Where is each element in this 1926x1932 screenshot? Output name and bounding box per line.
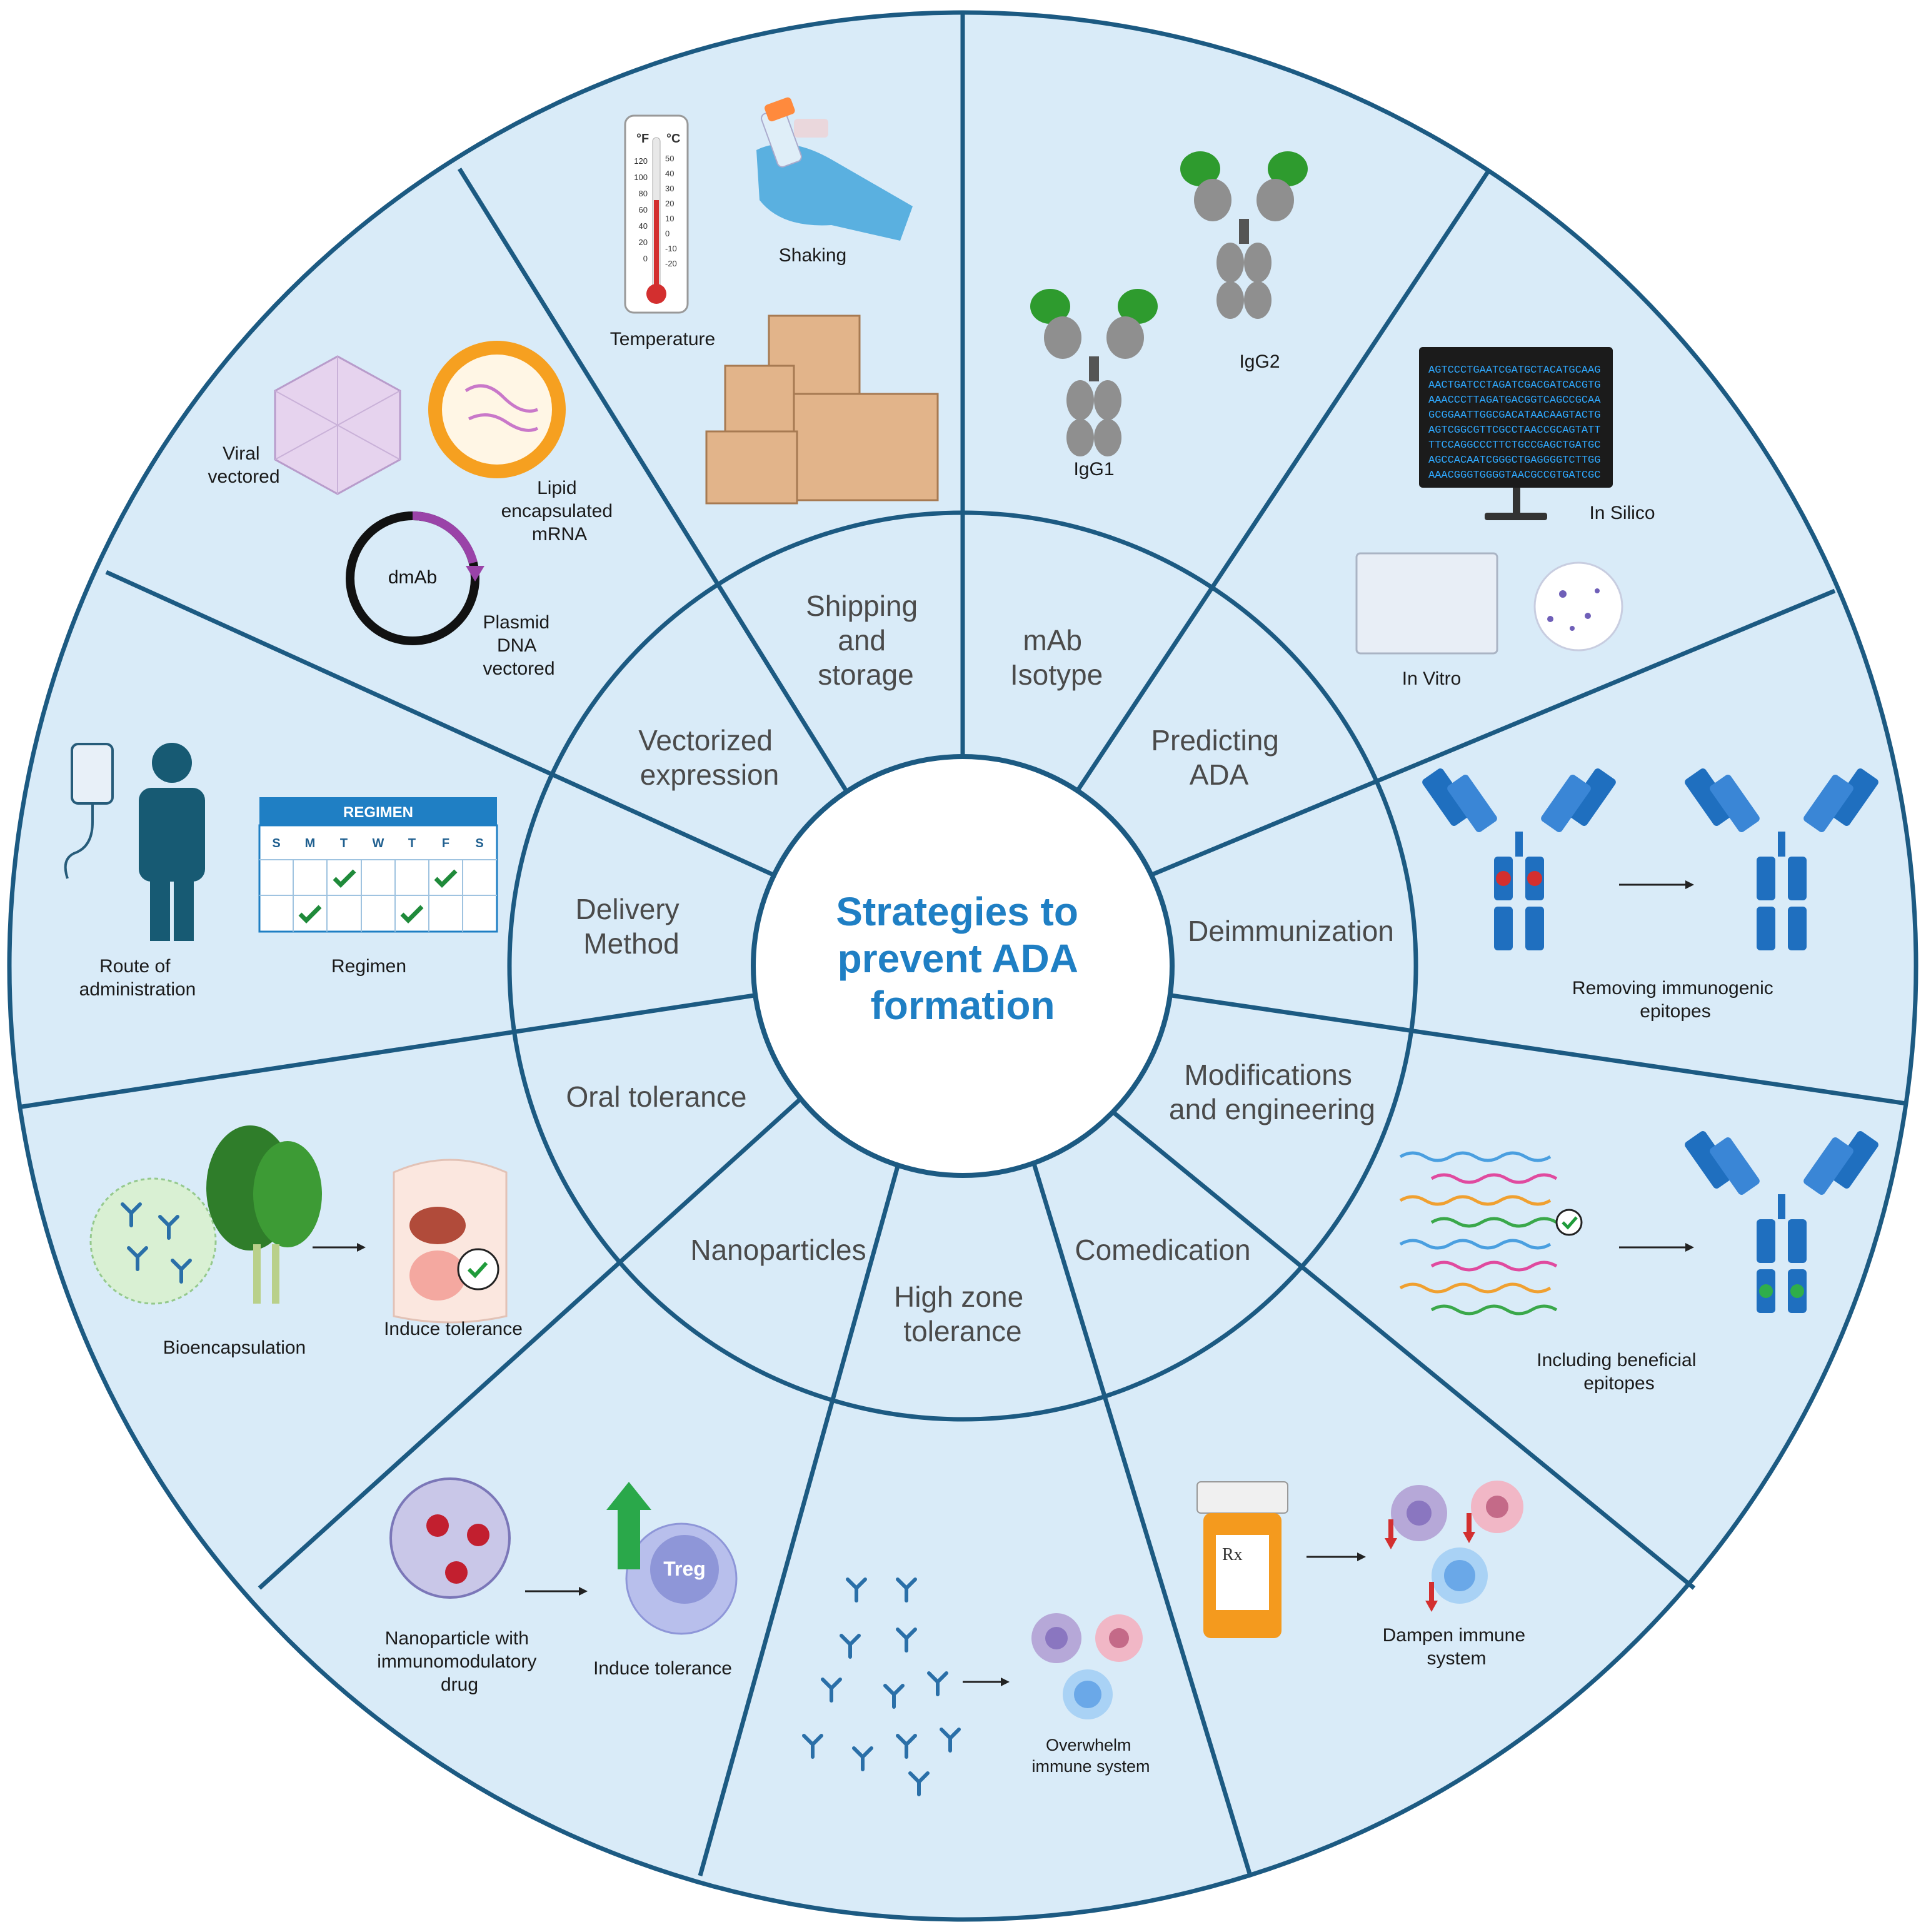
label-comedication: Comedication — [1075, 1234, 1250, 1266]
viral-capsid-icon — [274, 355, 401, 495]
svg-text:S: S — [475, 837, 483, 850]
center-title: Strategies to prevent ADA formation — [836, 889, 1089, 1028]
svg-text:60: 60 — [639, 205, 648, 214]
caption-shaking: Shaking — [779, 245, 846, 266]
check-icon — [1555, 1209, 1583, 1236]
svg-text:10: 10 — [665, 214, 674, 223]
caption-viral: Viral vectored — [208, 443, 279, 487]
label-oral: Oral tolerance — [566, 1080, 747, 1113]
label-vectorized: Vectorized expression — [638, 724, 781, 791]
nanoparticle-icon — [389, 1477, 511, 1599]
monitor-icon: AGTCCCTGAATCGATGCTACATGCAAG AACTGATCCTAG… — [1419, 347, 1613, 520]
segment-dividers — [21, 13, 1907, 1877]
caption-deimmunization: Removing immunogenic epitopes — [1572, 978, 1778, 1022]
label-nanoparticles: Nanoparticles — [690, 1234, 866, 1266]
svg-text:30: 30 — [665, 184, 674, 193]
engineered-antibody-icon — [1683, 1129, 1880, 1313]
svg-text:F: F — [442, 837, 449, 850]
inner-ring — [507, 510, 1418, 1422]
label-isotype: mAb Isotype — [1010, 624, 1103, 691]
caption-temperature: Temperature — [610, 329, 715, 350]
svg-text:TTCCAGGCCCTTCTGCCGAGCTGATGC: TTCCAGGCCCTTCTGCCGAGCTGATGC — [1428, 440, 1600, 451]
lipid-nanoparticle-icon — [428, 341, 566, 478]
caption-in-vitro: In Vitro — [1402, 668, 1462, 689]
svg-text:M: M — [305, 837, 316, 850]
pill-bottle-icon: Rx — [1196, 1481, 1288, 1638]
svg-text:°C: °C — [666, 132, 680, 146]
plant-leaves-icon — [206, 1125, 322, 1304]
svg-text:dmAb: dmAb — [388, 567, 437, 588]
svg-text:REGIMEN: REGIMEN — [343, 804, 413, 821]
thermometer-icon: °F °C 120 100 80 60 40 20 0 50 40 30 20 … — [624, 114, 689, 314]
svg-text:-10: -10 — [665, 244, 677, 253]
regimen-calendar: REGIMEN S M T W T F S — [258, 797, 498, 933]
svg-text:20: 20 — [665, 199, 674, 208]
caption-plasmid: Plasmid DNA vectored — [483, 612, 554, 679]
label-delivery: Delivery Method — [576, 893, 688, 960]
center-circle — [751, 754, 1175, 1178]
antibody-with-epitopes-icon — [1420, 767, 1618, 950]
caption-comedication: Dampen immune system — [1383, 1625, 1531, 1669]
svg-text:AAACGGGTGGGGTAACGCCGTGATCGC: AAACGGGTGGGGTAACGCCGTGATCGC — [1428, 470, 1600, 481]
caption-highzone: Overwhelm immune system — [1031, 1736, 1150, 1776]
boxes-icon — [705, 314, 939, 505]
label-predicting: Predicting ADA — [1151, 724, 1287, 791]
svg-text:AACTGATCCTAGATCGACGATCACGTG: AACTGATCCTAGATCGACGATCACGTG — [1428, 380, 1600, 391]
caption-in-silico: In Silico — [1589, 503, 1655, 523]
svg-text:0: 0 — [665, 229, 670, 238]
svg-text:40: 40 — [665, 169, 674, 178]
immune-cells-icon — [1031, 1613, 1143, 1719]
svg-text:T: T — [408, 837, 416, 850]
svg-text:S: S — [272, 837, 280, 850]
caption-modifications: Including beneficial epitopes — [1537, 1350, 1702, 1394]
svg-text:W: W — [373, 837, 384, 850]
svg-text:AGCCACAATCGGGCTGAGGGGTCTTGG: AGCCACAATCGGGCTGAGGGGTCTTGG — [1428, 455, 1600, 466]
svg-text:GCGGAATTGGCGACATAACAAGTACTG: GCGGAATTGGCGACATAACAAGTACTG — [1428, 410, 1600, 421]
label-highzone: High zone tolerance — [894, 1280, 1031, 1347]
svg-text:50: 50 — [665, 154, 674, 163]
svg-text:AGTCGGCGTTCGCCTAACCGCAGTATT: AGTCGGCGTTCGCCTAACCGCAGTATT — [1428, 425, 1600, 436]
caption-induce-tolerance-oral: Induce tolerance — [384, 1319, 523, 1339]
gloved-hand-icon — [756, 97, 913, 241]
caption-induce-tolerance-np: Induce tolerance — [593, 1658, 732, 1679]
torso-digestive-icon — [393, 1159, 508, 1324]
svg-text:40: 40 — [639, 221, 648, 231]
well-plate-icon — [1355, 552, 1623, 655]
plasmid-icon: dmAb — [346, 511, 484, 645]
svg-text:0: 0 — [643, 254, 648, 263]
iv-bag-icon — [64, 743, 114, 879]
svg-text:120: 120 — [634, 156, 648, 166]
dna-strands-icon — [1399, 1151, 1558, 1316]
treg-cell-icon: Treg — [606, 1482, 738, 1635]
svg-text:-20: -20 — [665, 259, 677, 268]
caption-bioencapsulation: Bioencapsulation — [163, 1337, 306, 1358]
svg-text:AAACCCTTAGATGACGGTCAGCCGCAA: AAACCCTTAGATGACGGTCAGCCGCAA — [1428, 395, 1601, 406]
svg-text:°F: °F — [636, 132, 649, 146]
svg-text:T: T — [340, 837, 348, 850]
svg-text:20: 20 — [639, 238, 648, 247]
caption-regimen: Regimen — [331, 956, 406, 977]
immune-cells-icon — [1385, 1481, 1523, 1612]
svg-text:100: 100 — [634, 173, 648, 182]
person-icon — [139, 743, 205, 941]
svg-text:AGTCCCTGAATCGATGCTACATGCAAG: AGTCCCTGAATCGATGCTACATGCAAG — [1428, 365, 1600, 376]
bioencapsulation-icon — [89, 1177, 217, 1305]
svg-text:Treg: Treg — [663, 1557, 706, 1580]
caption-route: Route of administration — [79, 956, 196, 1000]
caption-igg2: IgG2 — [1239, 351, 1280, 372]
label-shipping: Shipping and storage — [806, 590, 926, 691]
svg-text:80: 80 — [639, 189, 648, 198]
label-modifications: Modifications and engineering — [1169, 1059, 1375, 1125]
caption-igg1: IgG1 — [1073, 459, 1114, 480]
caption-lipid: Lipid encapsulated mRNA — [501, 478, 618, 545]
caption-nanoparticle: Nanoparticle with immunomodulatory drug — [377, 1628, 541, 1695]
svg-text:Rx: Rx — [1222, 1545, 1243, 1564]
label-deimmunization: Deimmunization — [1188, 915, 1394, 947]
